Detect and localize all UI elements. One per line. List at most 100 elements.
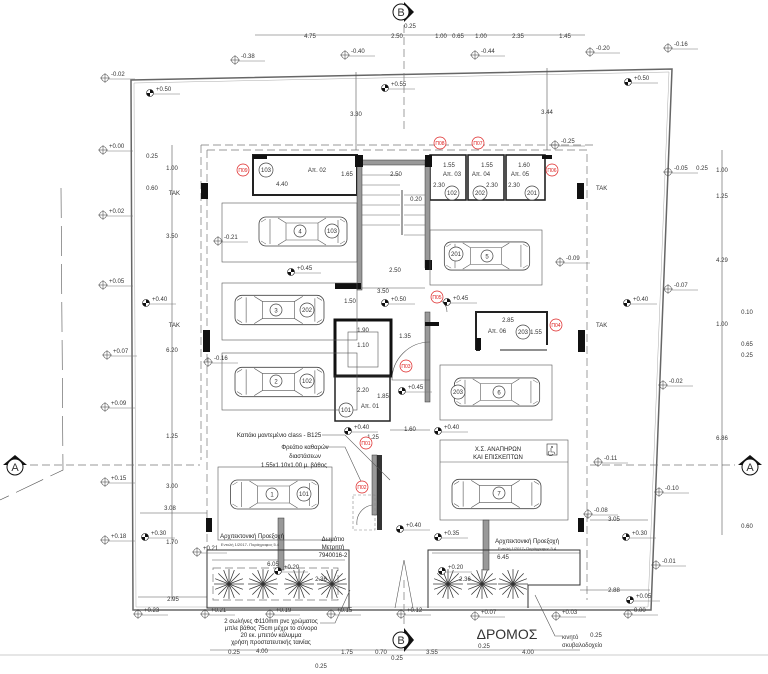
door-tag: Π05 [432,295,441,301]
dimension-label: 3.30 [350,112,362,118]
door-tag-circle [433,136,447,150]
dimension-label: 0.70 [375,650,387,656]
meter-room-label: 7940016-2 [319,553,348,559]
dimension-label: 1.25 [166,434,178,440]
proposed-level-label: +0.20 [448,565,464,571]
section-marker-right: A [738,455,762,476]
wheelchair-icon [546,443,558,456]
arch-projection-note: Εντολή 1/2017- Παράγραφος 5.4 [498,546,557,551]
dimension-label: 1.60 [404,427,416,433]
meter-room-label: Μετρητή [322,544,345,551]
dimension-label: 6.05 [267,562,279,568]
apartment-number-circle [324,223,340,239]
section-label: A [746,462,754,474]
parking-space-number: 1 [270,493,274,499]
apartment-number-circle [515,324,531,340]
proposed-level-label: +0.55 [391,82,407,88]
proposed-level-marker-icon [622,533,630,541]
planters [206,549,581,609]
storage-room-label: Απ. 04 [472,172,491,178]
door-tag-circle [359,436,373,450]
existing-level-label: -0.16 [674,42,688,48]
existing-level-marker-icon [98,210,108,220]
dimension-label: 0.25 [478,644,490,650]
door-tag: Π08 [435,141,444,147]
door-tag-circle [545,163,559,177]
existing-level-marker-icon [470,50,480,60]
proposed-level-label: +0.40 [444,425,460,431]
door-tag-circle [549,318,563,332]
proposed-level-label: +0.30 [632,531,648,537]
parking-number-circle [293,224,307,238]
existing-level-marker-icon [550,140,560,150]
apartment-number-circle [338,402,354,418]
existing-level-marker-icon [213,236,223,246]
manhole-cover-note: Καπάκι μαντεμένιο class - B125 [237,432,322,439]
dimension-label: 3.50 [377,289,389,295]
existing-level-label: -0.02 [669,379,683,385]
existing-level-label: -0.10 [665,486,679,492]
existing-level-label: +0.15 [111,476,127,482]
existing-level-marker-icon [100,402,110,412]
dimension-label: 2.30 [486,183,498,189]
dimension-label: 0.25 [315,664,327,670]
storage-room-label: Απ. 01 [361,404,380,410]
section-label: B [397,7,404,19]
proposed-level-marker-icon [381,299,389,307]
existing-level-label: +0.19 [276,608,292,614]
existing-level-label: -0.08 [594,508,608,514]
storage-room-label: Απ. 06 [488,329,507,335]
door-tag-circle [236,163,250,177]
dimension-label: 1.00 [166,166,178,172]
plot-boundary-inner [133,71,670,608]
dimension-label: 3.44 [541,110,553,116]
pipes-note: 2 σωλήνες Φ110mm pvc χρώματος [224,618,318,625]
existing-level-marker-icon [100,535,110,545]
plot-boundary [130,68,673,611]
dimension-label: 4.00 [256,649,268,655]
existing-level-label: -0.16 [214,356,228,362]
section-label: B [397,635,404,647]
existing-level-label: +0.18 [111,534,127,540]
existing-level-marker-icon [100,73,110,83]
tak-label: TAK [596,186,607,192]
existing-level-label: -0.38 [241,54,255,60]
dimension-label: 0.25 [146,154,158,160]
apartment-number-circle [524,185,540,201]
existing-level-label: -0.11 [604,456,618,462]
dimension-label: 4.75 [304,34,316,40]
dimension-label: 0.25 [228,650,240,656]
dimension-label: 0.65 [741,342,753,348]
proposed-level-label: +0.30 [151,531,167,537]
apartment-number: 203 [518,330,529,336]
dimension-label: 2.50 [390,172,402,178]
dimension-label: 1.10 [357,343,369,349]
existing-level-marker-icon [98,145,108,155]
dimension-label: 1.25 [367,435,379,441]
notes: Καπάκι μαντεμένιο class - B125 Φρεάτιο κ… [220,432,603,649]
dimension-label: 6.45 [497,555,509,561]
tak-label: TAK [596,323,607,329]
tak-label: TAK [169,191,180,197]
dimension-label: 6.20 [166,348,178,354]
door-tag-circle [471,136,485,150]
dimension-label: 0.65 [452,34,464,40]
proposed-level-marker-icon [623,299,631,307]
proposed-level-label: +0.35 [444,531,460,537]
proposed-level-marker-icon [287,268,295,276]
existing-level-marker-icon [203,357,213,367]
parking-number-circle [269,374,283,388]
dimension-label: 2.95 [167,597,179,603]
parking-number-circle [492,385,506,399]
section-marker-top: B [392,2,414,22]
apartment-number-circle [296,486,312,502]
proposed-level-label: +0.05 [636,594,652,600]
dimension-label: 1.00 [716,168,728,174]
parking-space-number: 6 [497,391,501,397]
existing-level-marker-icon [470,611,480,621]
storage-room-label: Απ. 03 [443,172,462,178]
existing-level-label: +0.21 [211,608,227,614]
dimension-label: 0.20 [410,197,422,203]
door-tag: Π09 [238,168,247,174]
dimension-label: 0.25 [696,166,708,172]
